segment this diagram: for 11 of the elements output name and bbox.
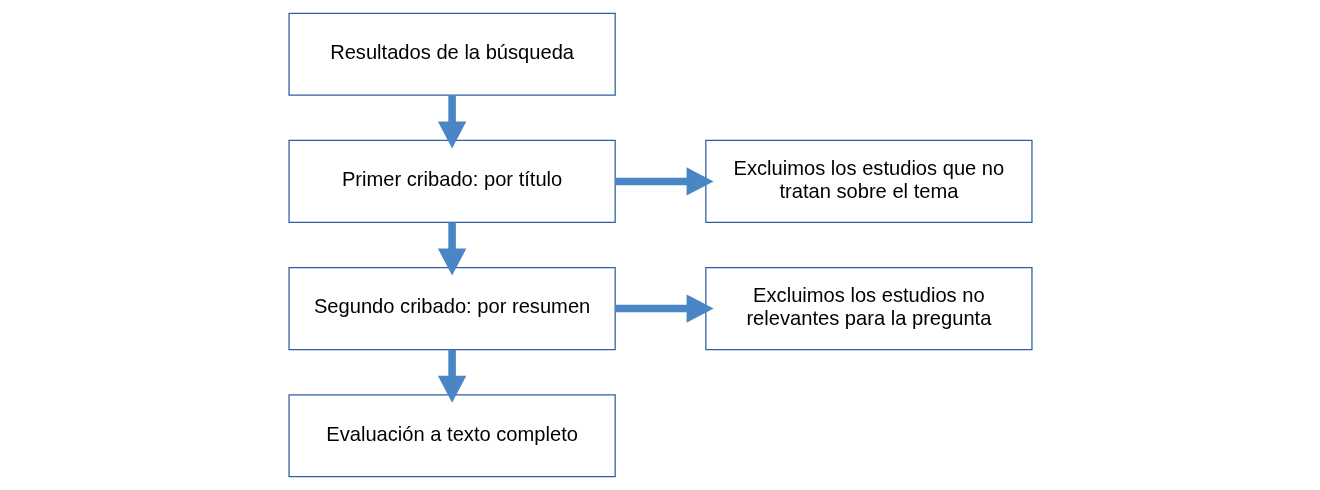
node-box: Evaluación a texto completo xyxy=(287,394,616,478)
arrow xyxy=(437,222,466,276)
arrow xyxy=(437,95,466,149)
node-box: Excluimos los estudios que no tratan sobre el tema xyxy=(704,139,1033,223)
node-box: Resultados de la búsqueda xyxy=(287,12,616,96)
arrow xyxy=(614,167,714,196)
node-box: Segundo cribado: por resumen xyxy=(287,267,616,351)
arrow xyxy=(614,294,714,323)
node-box: Primer cribado: por título xyxy=(287,139,616,223)
arrow xyxy=(437,349,466,403)
node-box: Excluimos los estudios no relevantes para la pregunta xyxy=(704,267,1033,351)
